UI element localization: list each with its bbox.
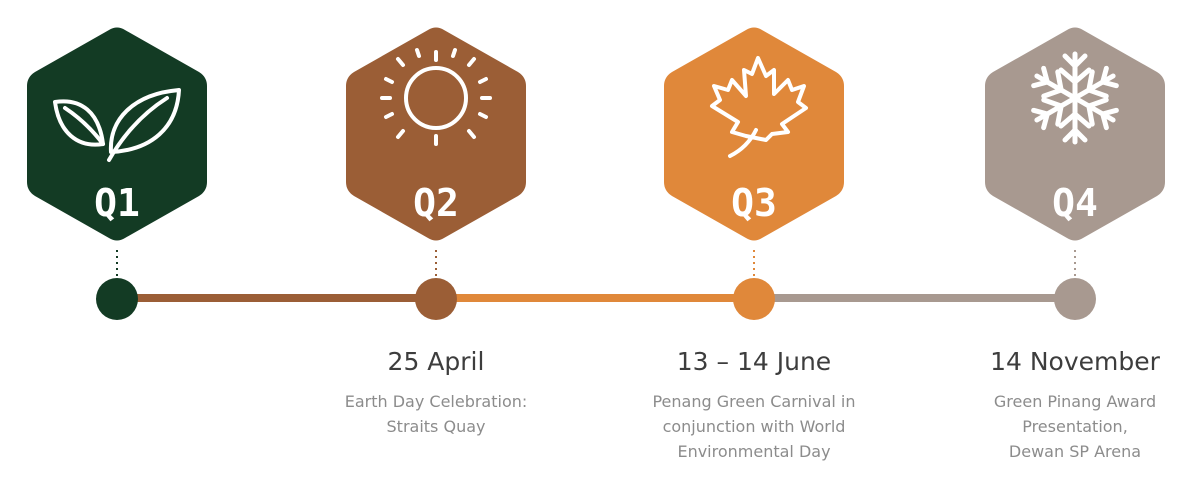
quarter-hexagon-q4: Q4 [985, 27, 1165, 241]
timeline-dot-q1 [96, 278, 138, 320]
timeline-dot-q3 [733, 278, 775, 320]
quarter-label: Q1 [94, 181, 140, 225]
timeline-dot-q4 [1054, 278, 1096, 320]
quarter-hexagon-q2: Q2 [346, 27, 526, 241]
quarter-hexagon-q1: Q1 [27, 27, 207, 241]
sun-icon [380, 48, 492, 146]
maple-leaf-icon [710, 56, 808, 158]
quarter-label: Q2 [413, 181, 459, 225]
quarter-hexagon-q3: Q3 [664, 27, 844, 241]
leaves-icon [53, 88, 181, 162]
event-description: Penang Green Carnival in conjunction wit… [652, 392, 856, 461]
event-q4: 14 November Green Pinang Award Presentat… [945, 347, 1183, 464]
event-q2: 25 April Earth Day Celebration: Straits … [306, 347, 566, 439]
event-date: 25 April [387, 347, 485, 376]
event-description: Green Pinang Award Presentation, Dewan S… [993, 392, 1157, 461]
event-date: 13 – 14 June [676, 347, 832, 376]
snowflake-icon [1031, 51, 1119, 145]
quarter-label: Q4 [1052, 181, 1098, 225]
quarter-label: Q3 [731, 181, 777, 225]
timeline-dot-q2 [415, 278, 457, 320]
event-q3: 13 – 14 June Penang Green Carnival in co… [624, 347, 884, 464]
event-description: Earth Day Celebration: Straits Quay [344, 392, 528, 436]
event-date: 14 November [990, 347, 1160, 376]
